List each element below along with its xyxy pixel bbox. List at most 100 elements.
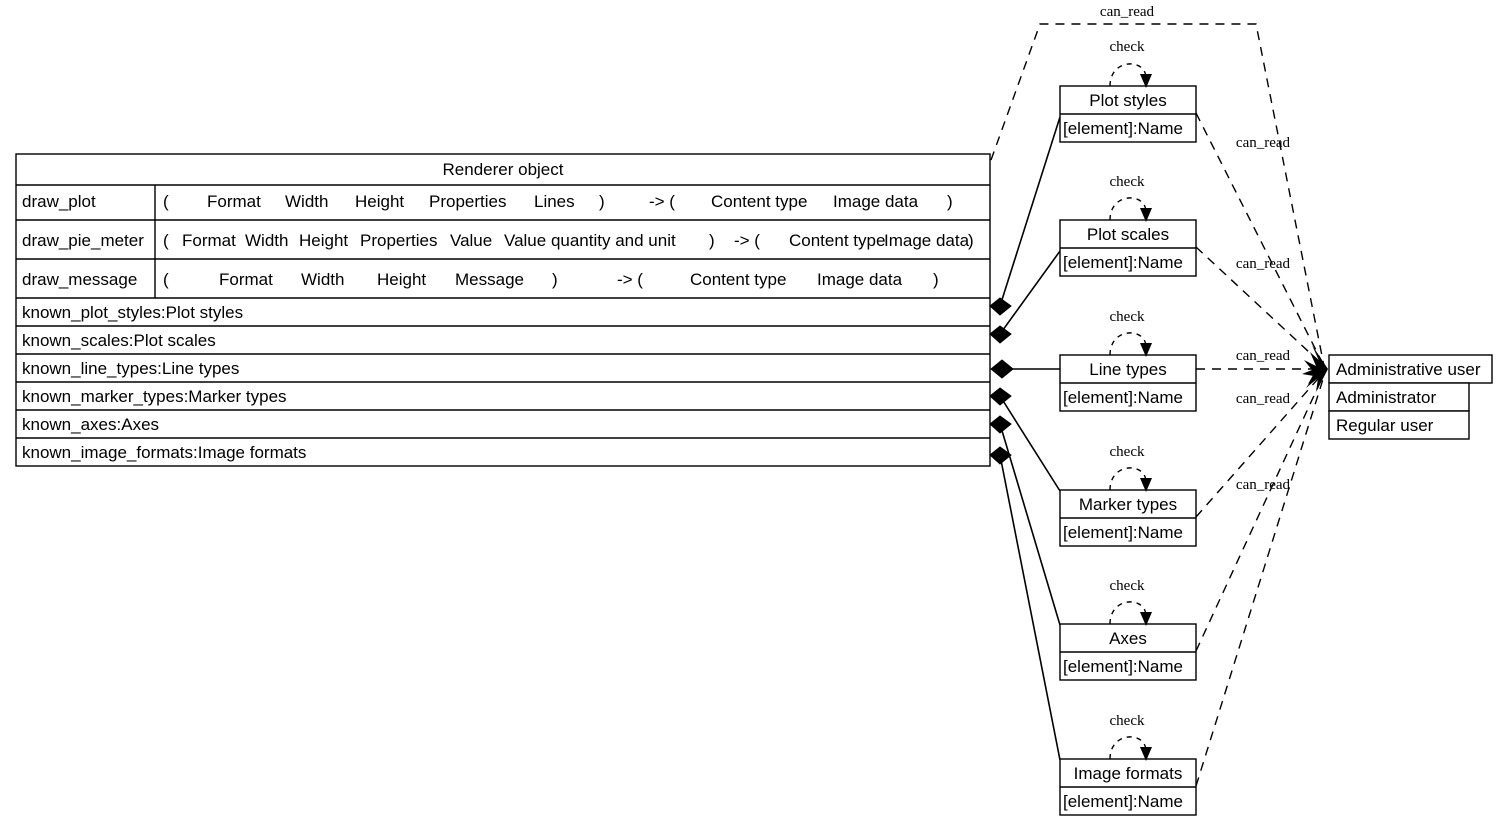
check-arrowhead-3 [1140, 343, 1152, 357]
check-arrowhead-6 [1140, 747, 1152, 761]
op3-param-format: Format [219, 270, 273, 289]
op-return-content-type: Content type [711, 192, 807, 211]
op2-close-paren: ) [709, 231, 715, 250]
check-arc-axes: check [1109, 578, 1152, 626]
axes-attribute: [element]:Name [1063, 657, 1183, 676]
administrative-user-name: Administrative user [1336, 360, 1481, 379]
marker-types-name: Marker types [1079, 495, 1177, 514]
op-param-properties: Properties [429, 192, 506, 211]
arrowhead-burst-2 [1308, 345, 1328, 384]
composition-diamond-line-types [990, 359, 1014, 379]
check-arrowhead-1 [1140, 74, 1152, 88]
composition-diamond-image-formats [989, 446, 1012, 465]
class-box-marker-types[interactable]: Marker types [element]:Name [1059, 489, 1197, 547]
can-read-label-line-types: can_read [1236, 348, 1291, 364]
op3-param-width: Width [301, 270, 344, 289]
check-arc-plot-scales: check [1109, 174, 1152, 222]
check-arc-line-types: check [1109, 309, 1152, 357]
class-box-plot-scales[interactable]: Plot scales [element]:Name [1059, 219, 1197, 277]
can-read-dependencies: can_read can_read can_read can_read can_… [990, 4, 1328, 787]
check-arc-image-formats: check [1109, 713, 1152, 761]
check-arc-path-2 [1109, 197, 1147, 221]
op2-param-value: Value [450, 231, 492, 250]
image-formats-attribute: [element]:Name [1063, 792, 1183, 811]
can-read-label-plot-scales: can_read [1236, 256, 1291, 272]
plot-scales-name: Plot scales [1087, 225, 1169, 244]
class-box-administrative-user[interactable]: Administrative user Administrator Regula… [1328, 354, 1493, 440]
plot-styles-attribute: [element]:Name [1063, 119, 1183, 138]
op3-return-image-data: Image data [817, 270, 903, 289]
operation-row-draw-message: draw_message ( Format Width Height Messa… [22, 270, 939, 289]
class-box-image-formats[interactable]: Image formats [element]:Name [1059, 758, 1197, 816]
check-label-line-types: check [1110, 309, 1145, 325]
op2-param-value-quantity: Value quantity and unit [504, 231, 676, 250]
check-label-axes: check [1110, 578, 1145, 594]
check-arrowhead-2 [1140, 208, 1152, 222]
assoc-line-marker-types [999, 395, 1061, 492]
composition-associations [989, 116, 1061, 761]
attribute-known-axes: known_axes:Axes [22, 415, 159, 434]
administrative-user-row-2-box [1328, 410, 1470, 440]
check-arrowhead-5 [1140, 612, 1152, 626]
administrative-user-row-administrator: Administrator [1336, 388, 1436, 407]
op3-param-message: Message [455, 270, 524, 289]
image-formats-name: Image formats [1074, 764, 1183, 783]
check-arc-path-5 [1109, 601, 1147, 625]
class-box-line-types[interactable]: Line types [element]:Name [1059, 354, 1197, 412]
plot-scales-attribute: [element]:Name [1063, 253, 1183, 272]
composition-diamond-plot-scales [989, 325, 1012, 344]
op-open-paren: ( [163, 192, 169, 211]
dep-line-image-formats-to-admin [1195, 375, 1325, 787]
check-dependency-arcs: check check check check check [1109, 39, 1152, 761]
composition-diamond-plot-styles [989, 297, 1012, 316]
attribute-known-marker-types: known_marker_types:Marker types [22, 387, 287, 406]
can-read-label-marker-types: can_read [1236, 391, 1291, 407]
check-arc-path-6 [1109, 736, 1147, 760]
op2-param-format: Format [182, 231, 236, 250]
op2-param-width: Width [245, 231, 288, 250]
dep-line-axes-to-admin [1195, 373, 1325, 652]
op2-name: draw_pie_meter [22, 231, 144, 250]
administrative-user-row-regular-user: Regular user [1336, 416, 1434, 435]
op3-return-content-type: Content type [690, 270, 786, 289]
line-types-name: Line types [1089, 360, 1167, 379]
check-arc-plot-styles: check [1109, 39, 1152, 88]
administrative-user-header-box [1328, 354, 1493, 384]
renderer-object-box [15, 153, 991, 467]
class-box-axes[interactable]: Axes [element]:Name [1059, 623, 1197, 681]
op2-return-image-data: Image data [884, 231, 970, 250]
axes-name: Axes [1109, 629, 1147, 648]
check-arc-path-3 [1109, 332, 1147, 356]
op-close-paren: ) [599, 192, 605, 211]
op2-return-content-type: Content type [789, 231, 885, 250]
class-name-label: Renderer object [443, 160, 564, 179]
op2-arrow: -> ( [734, 231, 760, 250]
assoc-line-axes [999, 423, 1061, 626]
operation-row-draw-pie-meter: draw_pie_meter ( Format Width Height Pro… [22, 231, 974, 250]
check-arc-path-1 [1109, 63, 1147, 87]
op-return-close-paren: ) [947, 192, 953, 211]
composition-diamond-marker-types [989, 387, 1012, 406]
can-read-arrowhead-cluster [1302, 345, 1328, 392]
check-label-plot-styles: check [1110, 39, 1145, 55]
check-arc-path-4 [1109, 467, 1147, 491]
can-read-label-renderer: can_read [1100, 4, 1155, 20]
op3-open-paren: ( [163, 270, 169, 289]
check-label-image-formats: check [1110, 713, 1145, 729]
op2-open-paren: ( [163, 231, 169, 250]
dep-line-renderer-to-admin [990, 23, 1325, 367]
op-param-width: Width [285, 192, 328, 211]
renderer-object-class[interactable]: Renderer object draw_plot ( Format Width… [15, 153, 991, 467]
check-arc-marker-types: check [1109, 444, 1152, 492]
op2-param-properties: Properties [360, 231, 437, 250]
class-box-plot-styles[interactable]: Plot styles [element]:Name [1059, 85, 1197, 143]
composition-diamond-axes [989, 415, 1012, 434]
op-return-image-data: Image data [833, 192, 919, 211]
can-read-label-axes: can_read [1236, 477, 1291, 493]
op3-arrow: -> ( [617, 270, 643, 289]
can-read-label-plot-styles: can_read [1236, 135, 1291, 151]
op3-return-close-paren: ) [933, 270, 939, 289]
attribute-known-scales: known_scales:Plot scales [22, 331, 216, 350]
op2-return-close-paren: ) [968, 231, 974, 250]
